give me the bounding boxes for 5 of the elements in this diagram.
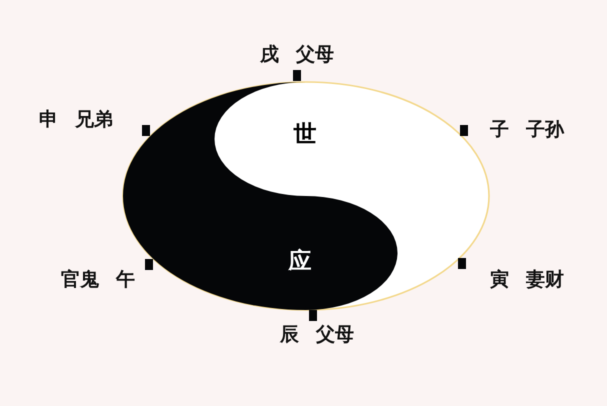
character-label: 世 xyxy=(294,124,316,146)
position-label: 寅 妻财 xyxy=(490,270,564,290)
position-label: 官鬼 午 xyxy=(60,270,136,290)
position-label: 戌 父母 xyxy=(260,46,334,64)
character-label: 应 xyxy=(288,250,312,274)
